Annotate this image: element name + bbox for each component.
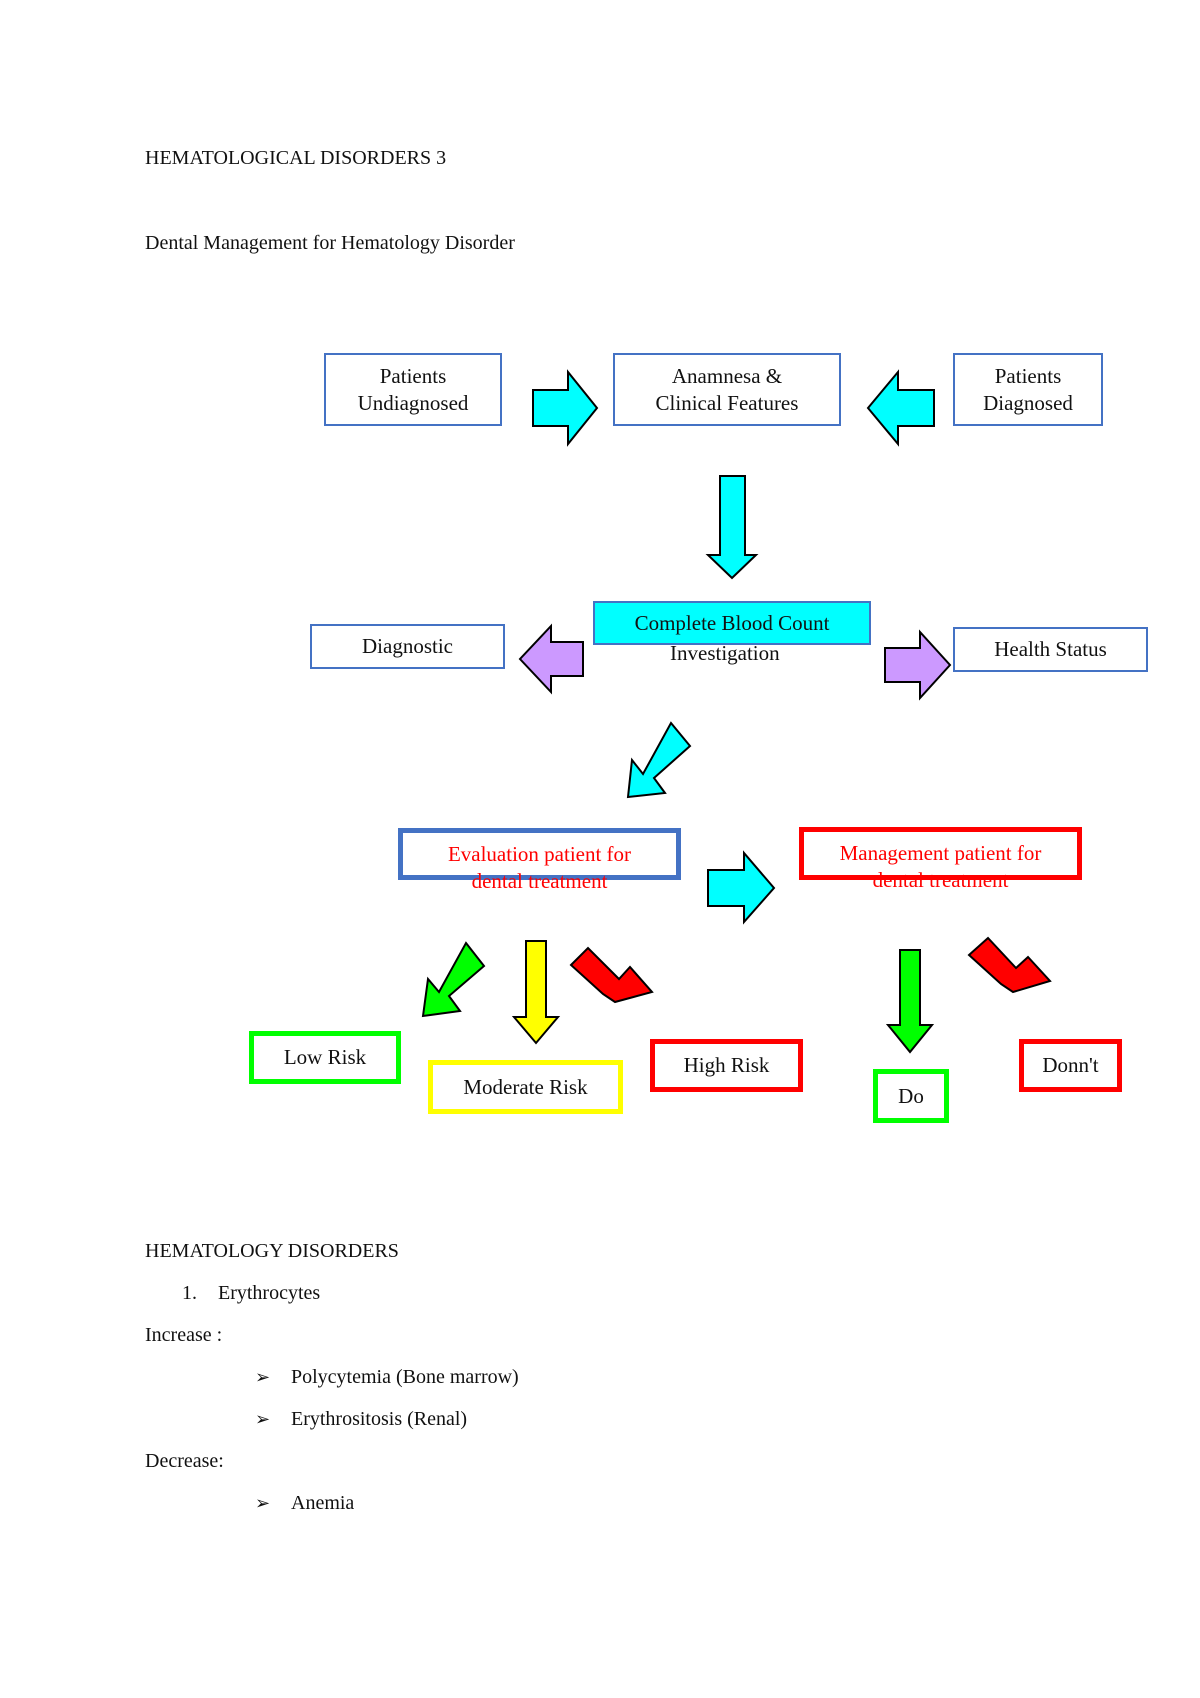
arrow-diagonal-green	[421, 941, 486, 1018]
list-number: 1.	[182, 1282, 197, 1304]
moderate-risk-label: Moderate Risk	[463, 1074, 588, 1099]
arrow-diagonal-cyan	[626, 721, 692, 799]
patients-diagnosed-box: Patients Diagnosed	[953, 353, 1103, 426]
anamnesa-line1: Anamnesa &	[671, 363, 783, 388]
arrow-down-cyan	[705, 475, 759, 580]
patients-diagnosed-line2: Diagnosed	[983, 390, 1073, 415]
arrow-diagonal-red-1	[569, 946, 654, 1004]
patients-undiagnosed-box: Patients Undiagnosed	[324, 353, 502, 426]
management-line1: Management patient for	[839, 841, 1042, 865]
arrow-diagonal-red-2	[967, 936, 1052, 994]
evaluation-box: Evaluation patient for dental treatment	[398, 828, 681, 893]
diagnostic-label: Diagnostic	[362, 634, 453, 658]
high-risk-box: High Risk	[650, 1039, 803, 1092]
do-box: Do	[873, 1069, 949, 1123]
patients-undiagnosed-line2: Undiagnosed	[357, 390, 469, 415]
decrease-item-1: Anemia	[291, 1492, 355, 1514]
increase-label: Increase :	[145, 1324, 223, 1346]
health-status-label: Health Status	[994, 637, 1107, 661]
high-risk-label: High Risk	[683, 1053, 770, 1077]
low-risk-label: Low Risk	[283, 1045, 367, 1069]
patients-diagnosed-line1: Patients	[994, 363, 1062, 388]
management-line2: dental treatment	[872, 868, 1009, 892]
increase-item-2: Erythrositosis (Renal)	[291, 1408, 468, 1430]
decrease-label: Decrease:	[145, 1450, 224, 1472]
complete-blood-count-box: Complete Blood Count	[593, 601, 871, 645]
arrow-right-cyan-2	[707, 850, 776, 925]
dont-box: Donn't	[1019, 1039, 1122, 1092]
patients-undiagnosed-line1: Patients	[379, 363, 447, 388]
arrow-left-cyan-1	[866, 369, 935, 447]
arrow-right-lavender	[884, 629, 952, 701]
health-status-box: Health Status	[953, 627, 1148, 672]
arrow-right-cyan-1	[532, 369, 599, 447]
anamnesa-box: Anamnesa & Clinical Features	[613, 353, 841, 426]
bullet-icon: ➢	[255, 1493, 271, 1513]
arrow-left-lavender	[518, 623, 584, 695]
arrow-down-yellow	[511, 940, 561, 1045]
complete-blood-count-label: Complete Blood Count	[634, 610, 830, 635]
bullet-icon: ➢	[255, 1367, 271, 1387]
do-label: Do	[898, 1083, 924, 1108]
bullet-icon: ➢	[255, 1409, 271, 1429]
anamnesa-line2: Clinical Features	[655, 390, 799, 415]
section-title: HEMATOLOGY DISORDERS	[145, 1240, 399, 1262]
dont-label: Donn't	[1042, 1053, 1099, 1077]
evaluation-line1: Evaluation patient for	[447, 842, 632, 866]
investigation-label: Investigation	[670, 641, 780, 665]
evaluation-line2: dental treatment	[471, 869, 608, 893]
document-title: HEMATOLOGICAL DISORDERS 3	[145, 147, 447, 169]
diagnostic-box: Diagnostic	[310, 624, 505, 669]
management-box: Management patient for dental treatment	[799, 827, 1082, 892]
moderate-risk-box: Moderate Risk	[428, 1060, 623, 1114]
arrow-down-green	[885, 949, 935, 1054]
low-risk-box: Low Risk	[249, 1031, 401, 1084]
list-item-erythrocytes: Erythrocytes	[218, 1282, 321, 1304]
document-subtitle: Dental Management for Hematology Disorde…	[145, 232, 515, 254]
increase-item-1: Polycytemia (Bone marrow)	[291, 1366, 519, 1388]
